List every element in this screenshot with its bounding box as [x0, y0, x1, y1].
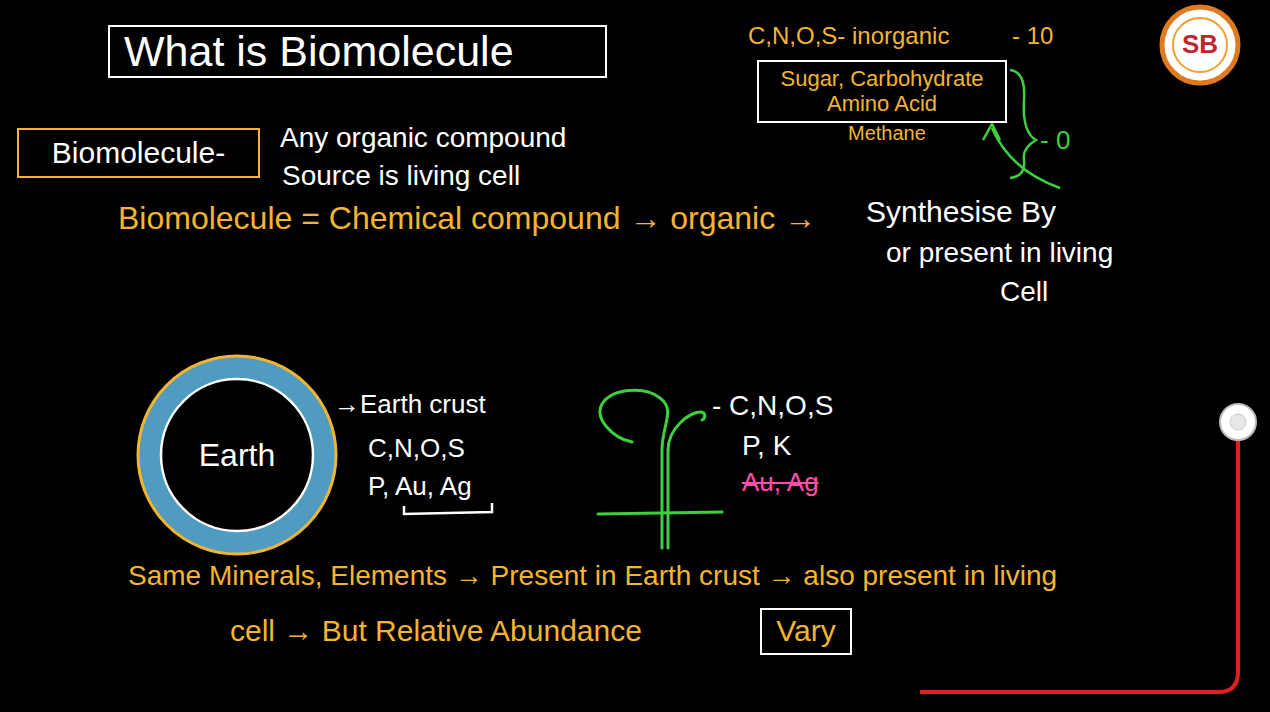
note-text: P, K — [742, 430, 791, 462]
plant-stem-left — [600, 390, 668, 548]
note-text: C,N,O,S- inorganic — [748, 22, 949, 50]
note-text: →Earth crust — [334, 390, 486, 420]
note-text: Synthesise By — [866, 195, 1056, 230]
earth-crust-ring — [138, 356, 336, 554]
note-text: or present in living — [886, 237, 1113, 269]
note-text: - 0 — [1040, 126, 1070, 156]
plant-stem-right — [668, 412, 705, 450]
node-text: Vary — [776, 614, 835, 649]
note-text: P, Au, Ag — [368, 472, 472, 502]
note-text: Cell — [1000, 276, 1048, 308]
note-text: Source is living cell — [282, 160, 520, 192]
node-text: Biomolecule- — [52, 136, 225, 171]
term-box: Biomolecule- — [17, 128, 260, 178]
highlight-box: Vary — [760, 608, 852, 655]
pen-cap — [1220, 404, 1256, 440]
note-text: - C,N,O,S — [712, 390, 833, 422]
node-text: Amino Acid — [827, 91, 937, 116]
pen-cap-inner — [1230, 414, 1246, 430]
ground-line — [598, 512, 722, 514]
arrow-head — [983, 124, 1000, 140]
node-text: Earth — [199, 437, 275, 474]
note-text: Biomolecule = Chemical compound → organi… — [118, 200, 816, 237]
note-text: C,N,O,S — [368, 434, 465, 464]
logo-inner — [1173, 18, 1227, 72]
note-text: Methane — [848, 122, 926, 145]
title: What is Biomolecule — [108, 25, 607, 78]
earth-core — [161, 379, 313, 531]
note-text: Au, Ag — [742, 468, 819, 498]
note-text: Same Minerals, Elements → Present in Ear… — [128, 560, 1057, 592]
example-box: Sugar, CarbohydrateAmino Acid — [757, 60, 1007, 123]
underline — [404, 503, 492, 514]
note-text: cell → But Relative Abundance — [230, 614, 642, 649]
plant-stem — [667, 450, 670, 548]
earth-circle: Earth — [137, 355, 337, 555]
plant — [598, 390, 722, 548]
node-text: Sugar, Carbohydrate — [780, 66, 983, 91]
logo-ring — [1162, 7, 1238, 83]
logo-text: SB — [1182, 30, 1218, 60]
note-text: Any organic compound — [280, 122, 566, 154]
note-text: - 10 — [1012, 22, 1053, 50]
